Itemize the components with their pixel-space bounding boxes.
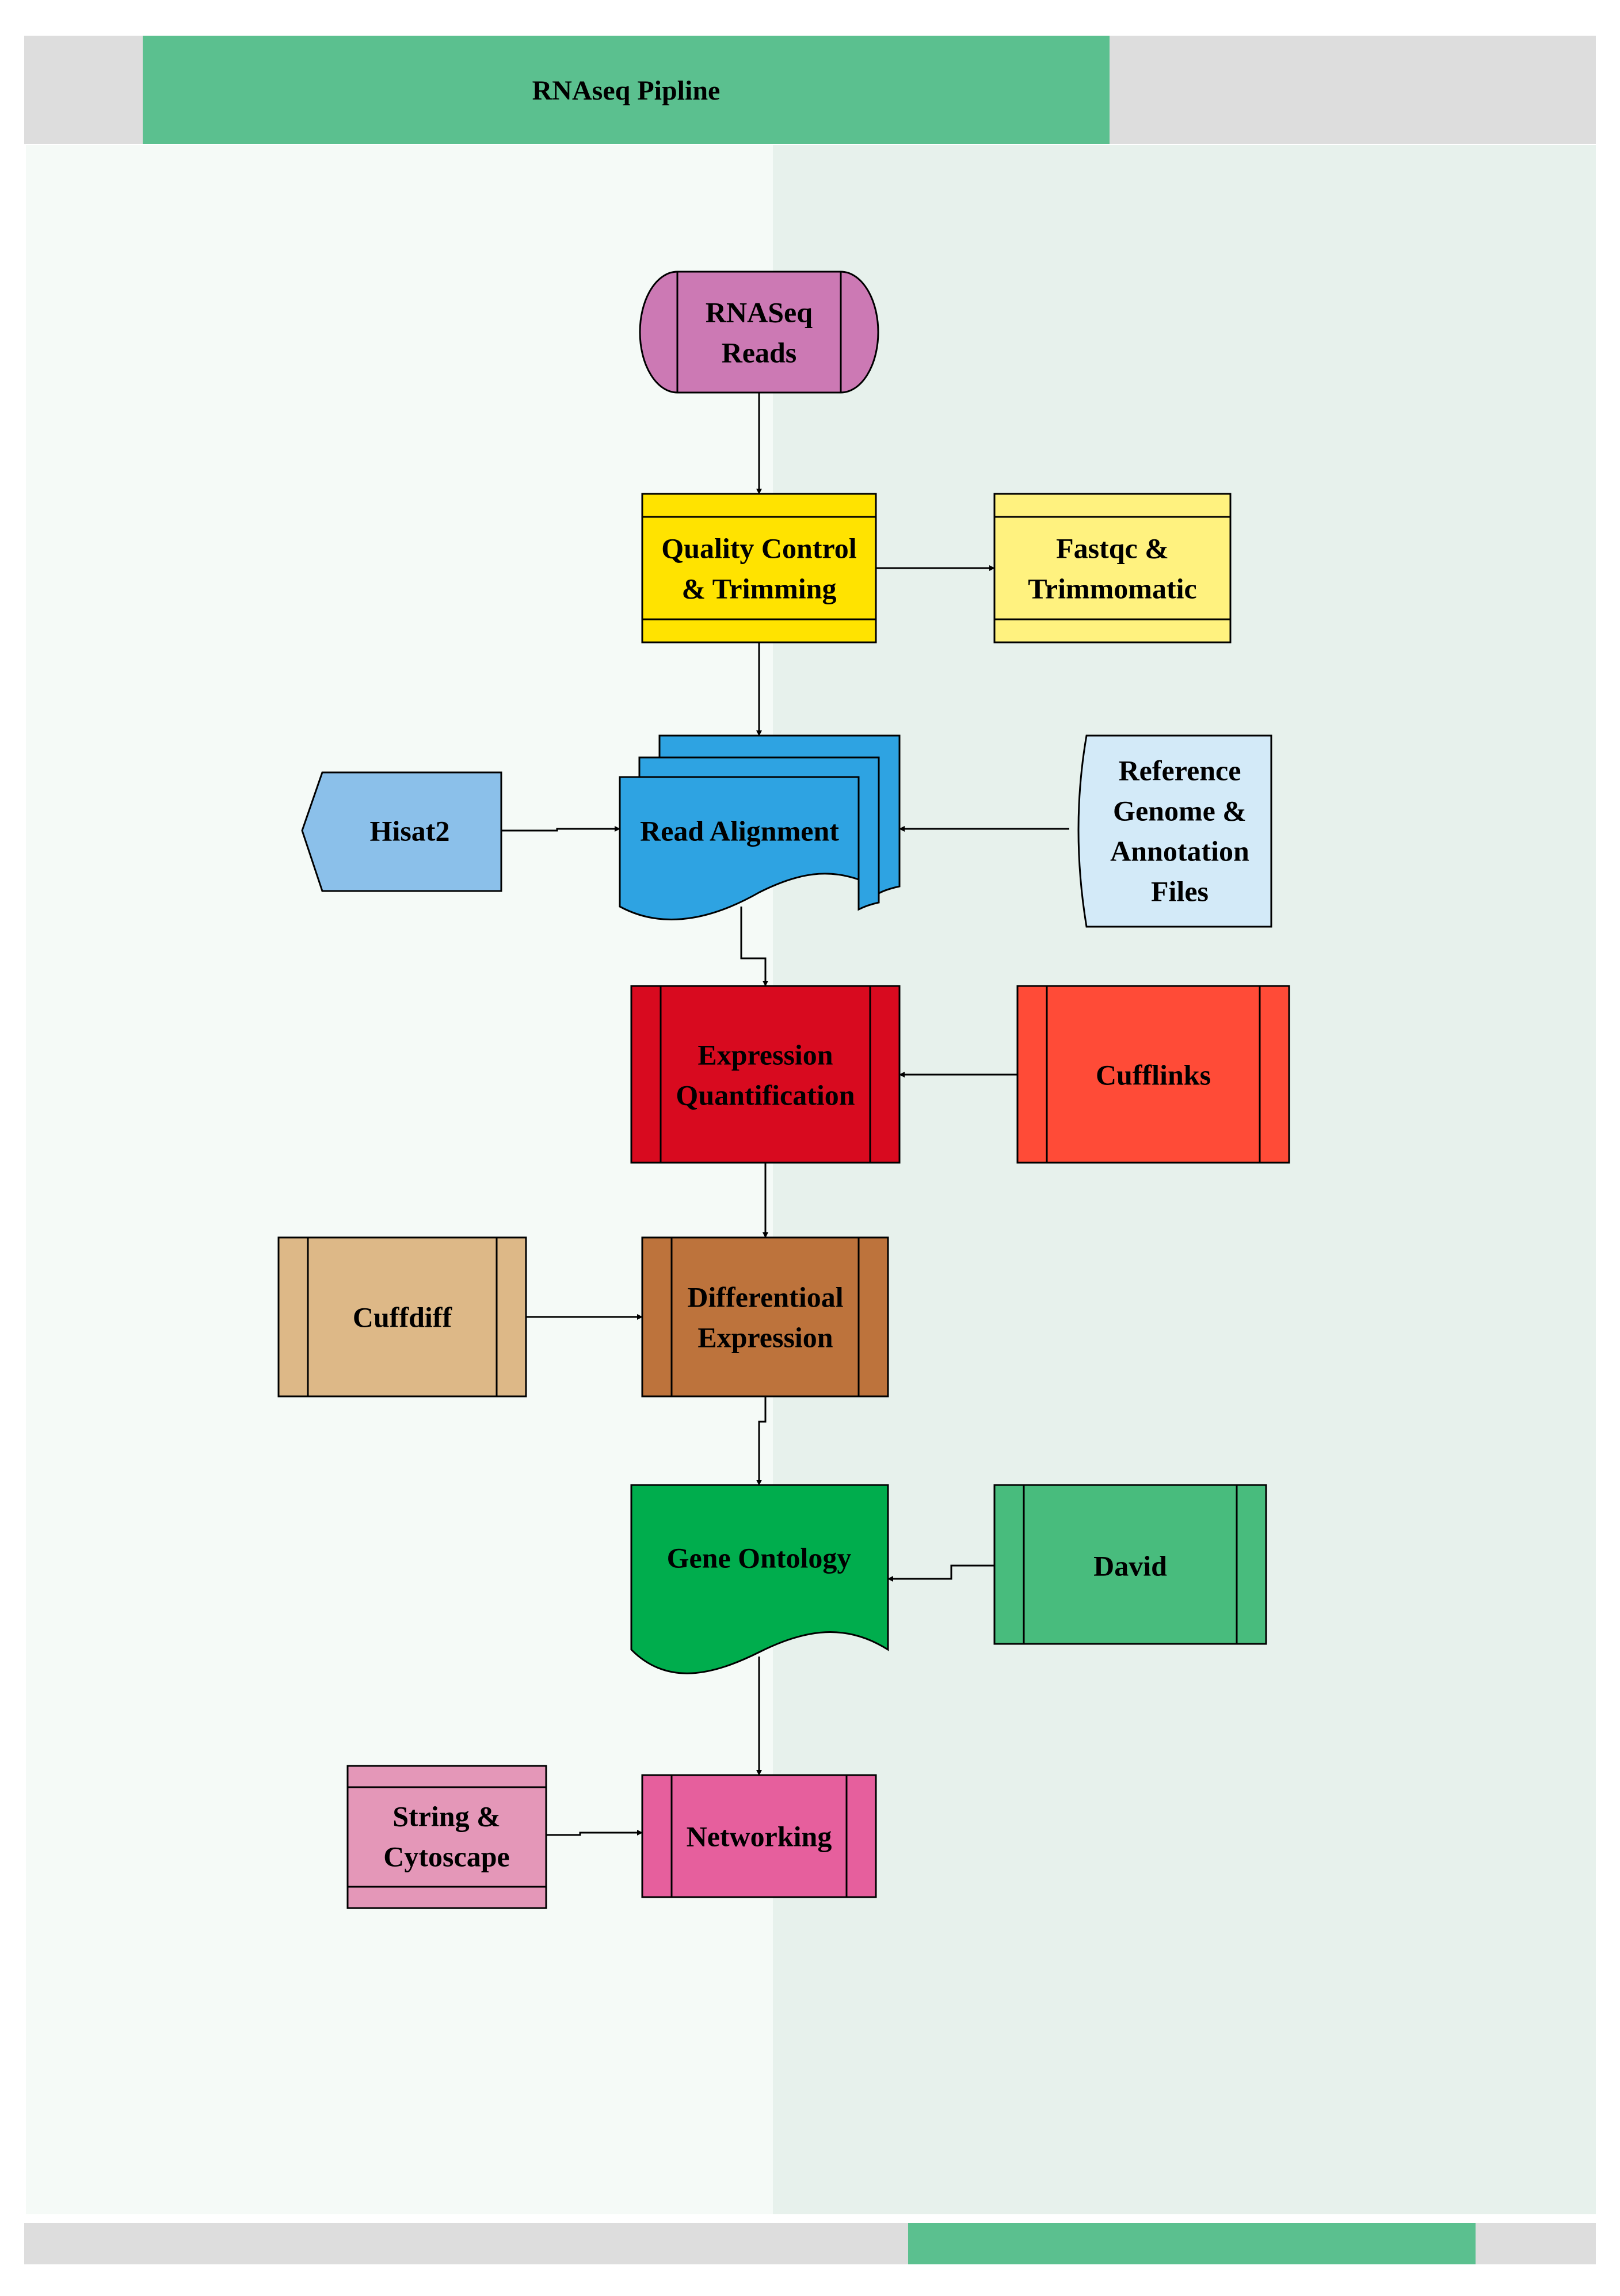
node-quality-control-shape xyxy=(641,493,877,644)
node-quality-control-label: Quality Control & Trimming xyxy=(661,532,856,605)
node-cufflinks-shape xyxy=(1016,985,1290,1164)
node-networking-shape xyxy=(641,1774,877,1898)
node-networking-label: Networking xyxy=(687,1821,832,1853)
label-line: Fastqc & xyxy=(1056,532,1169,565)
label-line: David xyxy=(1093,1550,1167,1582)
label-line: Files xyxy=(1151,875,1209,908)
node-rnaseq-reads-shape xyxy=(639,271,879,394)
label-line: Read Alignment xyxy=(640,815,839,847)
label-line: Cytoscape xyxy=(383,1841,509,1873)
label-line: Cufflinks xyxy=(1096,1059,1211,1091)
label-line: Cuffdiff xyxy=(353,1301,453,1334)
node-hisat2-label: Hisat2 xyxy=(370,815,450,847)
node-string-cytoscape: String & Cytoscape xyxy=(346,1765,547,1909)
label-line: Differentioal xyxy=(687,1281,843,1313)
node-hisat2-shape xyxy=(301,771,502,892)
label-line: Expression xyxy=(697,1039,833,1071)
arrow-string-to-networking xyxy=(546,1830,643,1836)
label-line: Networking xyxy=(687,1821,832,1853)
label-line: & Trimming xyxy=(682,573,837,605)
label-line: Quality Control xyxy=(661,532,856,565)
node-fastqc-shape xyxy=(993,493,1232,644)
arrow-hisat2-to-alignment xyxy=(501,826,620,832)
node-cuffdiff-label: Cuffdiff xyxy=(353,1301,453,1334)
label-line: String & xyxy=(392,1800,501,1833)
node-quality-control: Quality Control & Trimming xyxy=(641,493,877,644)
node-string-cytoscape-label: String & Cytoscape xyxy=(383,1800,509,1873)
node-differential-expression-shape xyxy=(641,1236,889,1398)
footer-accent xyxy=(908,2223,1476,2264)
node-read-alignment-page-front xyxy=(619,776,860,920)
node-string-cytoscape-shape xyxy=(346,1765,547,1909)
node-david-shape xyxy=(993,1484,1267,1645)
node-david: David xyxy=(993,1484,1267,1645)
label-line: Trimmomatic xyxy=(1028,573,1196,605)
label-line: Genome & xyxy=(1113,795,1247,827)
label-line: Reference xyxy=(1119,755,1241,787)
arrow-david-to-ontology xyxy=(887,1564,994,1582)
node-cufflinks: Cufflinks xyxy=(1016,985,1290,1164)
node-reference-genome-shape xyxy=(1077,734,1272,928)
node-gene-ontology-shape xyxy=(630,1484,889,1674)
node-fastqc-label: Fastqc & Trimmomatic xyxy=(1028,532,1196,605)
title-bar xyxy=(143,36,1110,144)
label-line: Hisat2 xyxy=(370,815,450,847)
node-hisat2: Hisat2 xyxy=(301,771,502,892)
arrow-differential-to-ontology xyxy=(756,1396,767,1486)
node-read-alignment: Read Alignment xyxy=(619,734,901,920)
label-line: Reads xyxy=(722,337,797,369)
arrow-alignment-to-quantification xyxy=(740,907,768,987)
node-fastqc: Fastqc & Trimmomatic xyxy=(993,493,1232,644)
label-line: Gene Ontology xyxy=(667,1542,852,1574)
diagram-title: RNAseq Pipline xyxy=(532,75,721,106)
node-cuffdiff-shape xyxy=(277,1236,527,1398)
label-line: Annotation xyxy=(1110,835,1249,867)
label-line: RNASeq xyxy=(706,296,813,329)
node-gene-ontology-label: Gene Ontology xyxy=(667,1542,852,1574)
node-networking: Networking xyxy=(641,1774,877,1898)
node-david-label: David xyxy=(1093,1550,1167,1582)
node-cufflinks-label: Cufflinks xyxy=(1096,1059,1211,1091)
connectors xyxy=(501,393,1069,1836)
node-cuffdiff: Cuffdiff xyxy=(277,1236,527,1398)
node-read-alignment-label: Read Alignment xyxy=(640,815,839,847)
node-expression-quantification-shape xyxy=(630,985,901,1164)
label-line: Expression xyxy=(697,1322,833,1354)
label-line: Quantification xyxy=(676,1079,855,1111)
lane-right xyxy=(773,145,1596,2214)
node-gene-ontology: Gene Ontology xyxy=(630,1484,889,1674)
